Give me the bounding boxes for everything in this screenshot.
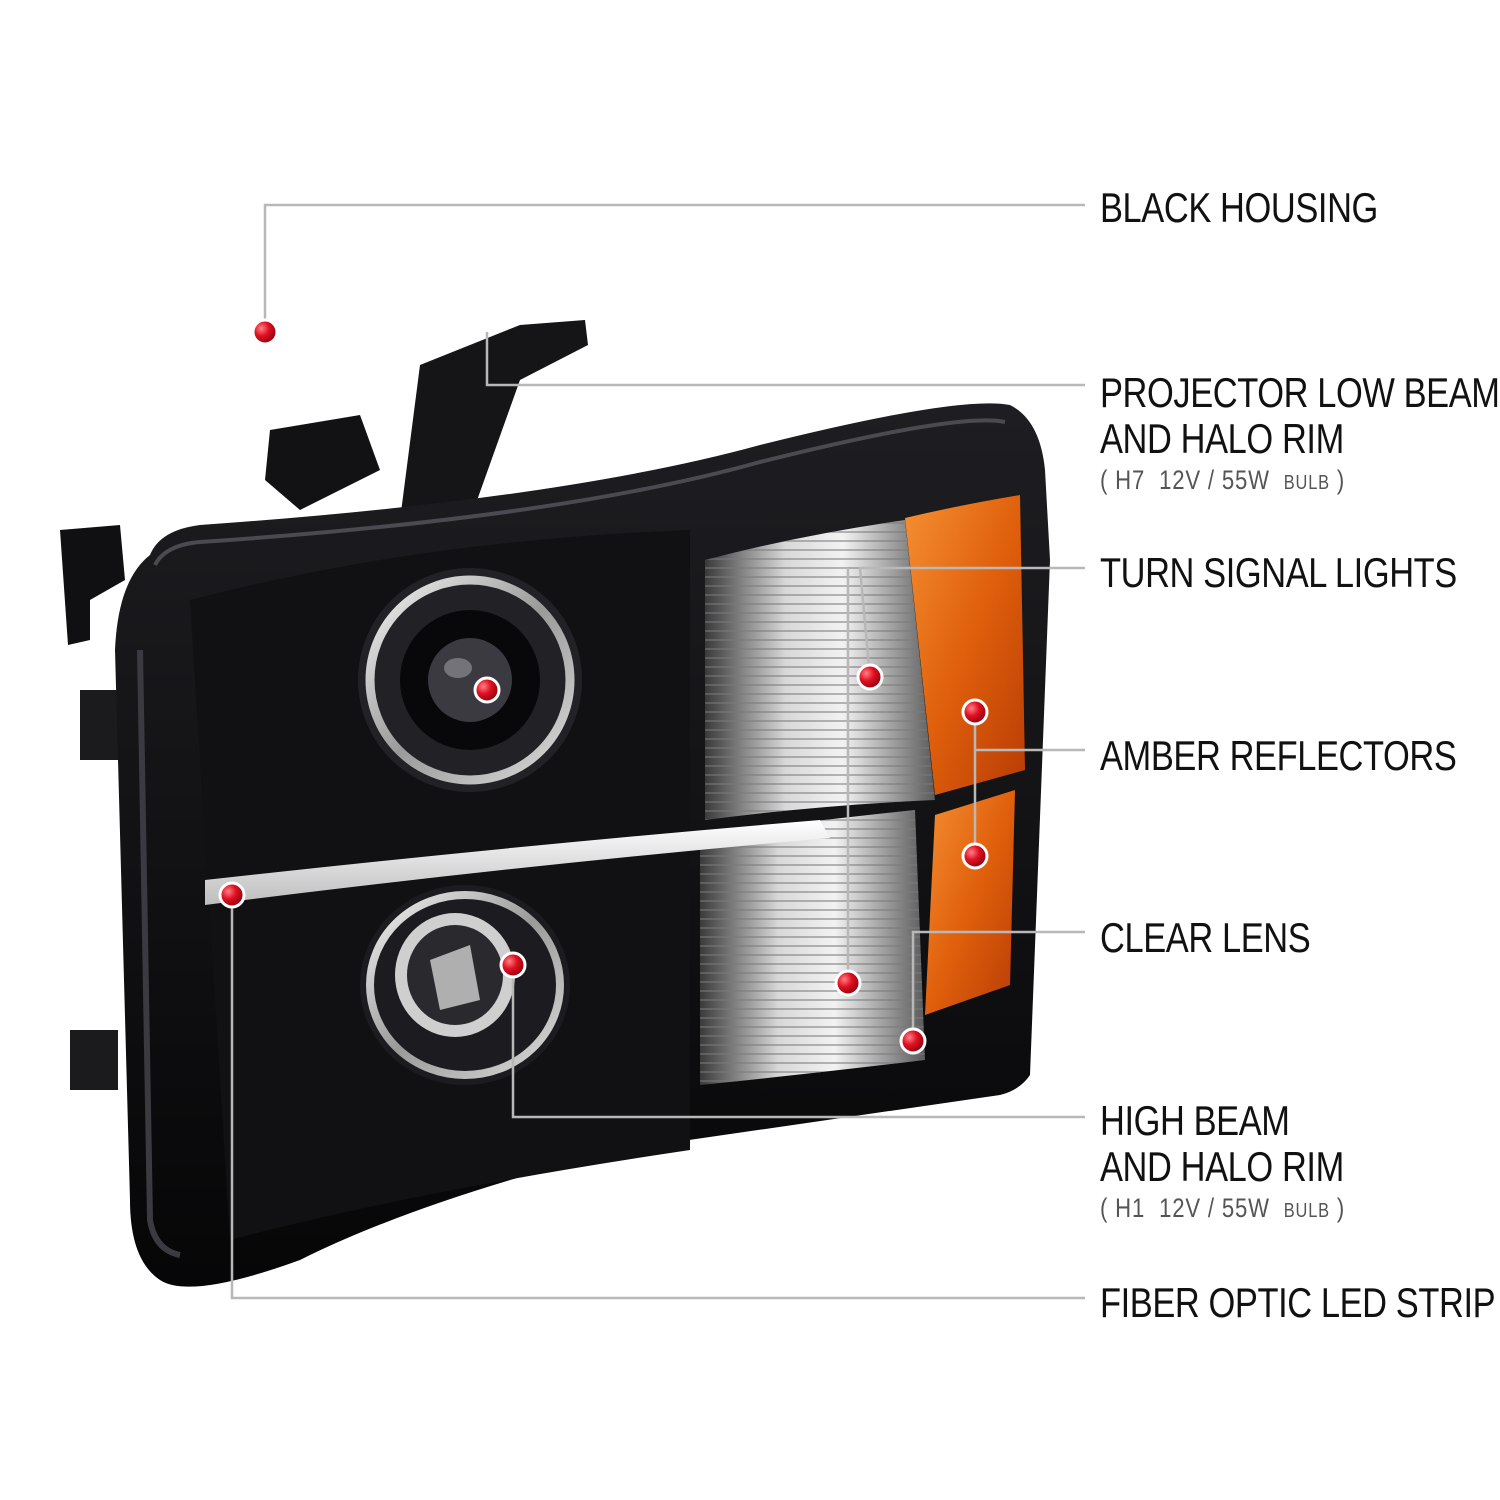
fiber-optic-led-strip: [205, 820, 830, 905]
clear-lens-section: [700, 520, 935, 1085]
high-beam-reflector: [360, 885, 570, 1085]
label-turn-signal-text: TURN SIGNAL LIGHTS: [1100, 549, 1457, 596]
label-high-beam-line2: AND HALO RIM: [1100, 1143, 1344, 1190]
projector-low-beam: [358, 568, 582, 792]
label-fiber-optic-led-strip: FIBER OPTIC LED STRIP: [1100, 1279, 1496, 1326]
callout-dot-turn-signal-lower: [834, 969, 862, 997]
label-clear-lens-text: CLEAR LENS: [1100, 914, 1311, 961]
label-black-housing-text: BLACK HOUSING: [1100, 184, 1378, 231]
label-high-beam-bulb-spec: ( H1 12V / 55W BULB ): [1100, 1192, 1345, 1227]
label-projector-bulb-spec: ( H7 12V / 55W BULB ): [1100, 464, 1500, 499]
label-clear-lens: CLEAR LENS: [1100, 914, 1311, 961]
callout-dot-amber-lower: [961, 842, 989, 870]
callout-dot-amber-upper: [961, 698, 989, 726]
label-high-beam: HIGH BEAM AND HALO RIM ( H1 12V / 55W BU…: [1100, 1098, 1345, 1227]
spec-open-paren: (: [1100, 465, 1116, 495]
spec-bulb-unit: BULB: [1283, 1200, 1330, 1222]
spec-open-paren: (: [1100, 1193, 1116, 1223]
spec-bulb-code: H1: [1115, 1193, 1146, 1223]
label-turn-signal-lights: TURN SIGNAL LIGHTS: [1100, 550, 1457, 596]
callout-dot-turn-signal-upper: [856, 663, 884, 691]
callout-dot-black-housing: [251, 318, 279, 346]
label-amber-text: AMBER REFLECTORS: [1100, 732, 1457, 779]
callout-markers: [218, 318, 989, 1055]
spec-bulb-unit: BULB: [1283, 472, 1330, 494]
callout-dot-high-beam: [499, 951, 527, 979]
callout-dot-fiber-optic: [218, 881, 246, 909]
label-fiber-optic-text: FIBER OPTIC LED STRIP: [1100, 1279, 1496, 1326]
label-projector-low-beam: PROJECTOR LOW BEAM AND HALO RIM ( H7 12V…: [1100, 370, 1500, 499]
leader-lines: [230, 203, 1085, 1300]
label-projector-line2: AND HALO RIM: [1100, 415, 1344, 462]
label-projector-line1: PROJECTOR LOW BEAM: [1100, 369, 1500, 416]
label-high-beam-line1: HIGH BEAM: [1100, 1097, 1290, 1144]
spec-close-paren: ): [1329, 465, 1346, 495]
label-black-housing: BLACK HOUSING: [1100, 185, 1378, 231]
spec-bulb-rating: 12V / 55W: [1159, 465, 1270, 495]
label-amber-reflectors: AMBER REFLECTORS: [1100, 732, 1457, 779]
callout-dot-projector-center: [473, 676, 501, 704]
spec-bulb-code: H7: [1115, 465, 1146, 495]
mounting-bracket: [60, 320, 588, 1090]
amber-reflector-panels: [905, 495, 1025, 1015]
spec-bulb-rating: 12V / 55W: [1159, 1193, 1270, 1223]
spec-close-paren: ): [1329, 1193, 1346, 1223]
callout-dot-clear-lens: [899, 1027, 927, 1055]
